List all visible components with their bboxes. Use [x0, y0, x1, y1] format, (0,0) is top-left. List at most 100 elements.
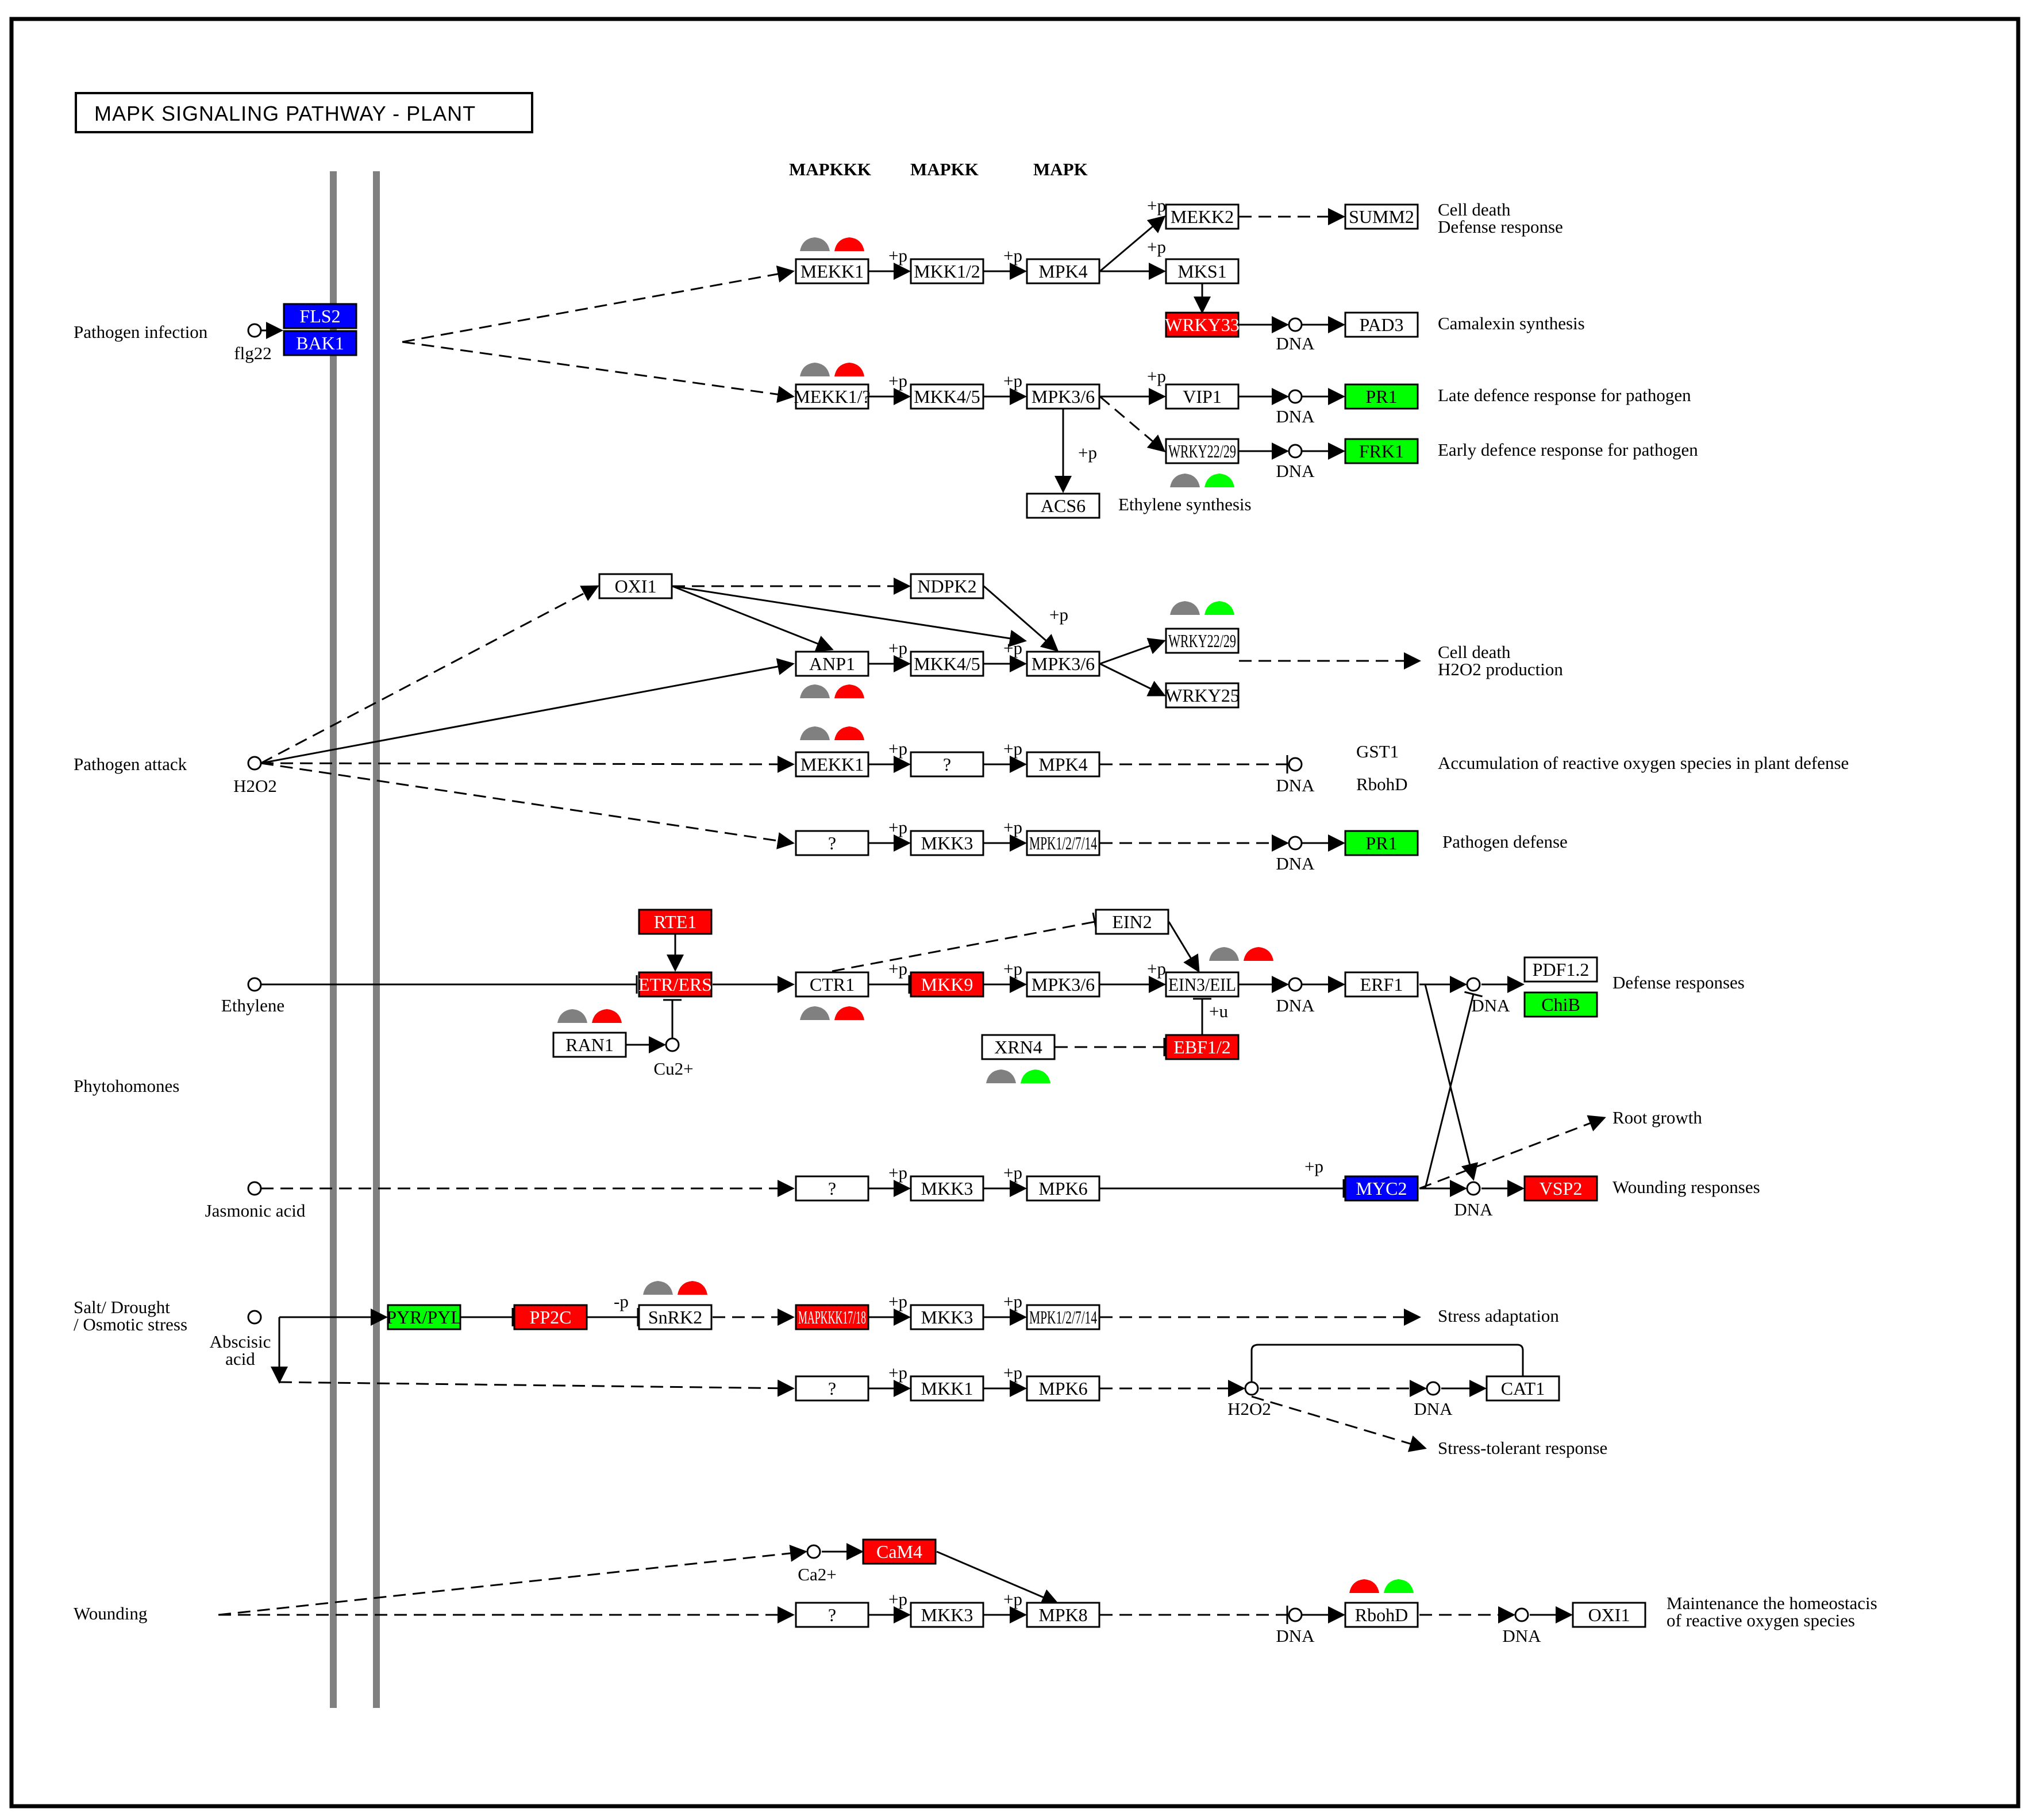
- annotation-label: Camalexin synthesis: [1438, 313, 1585, 333]
- gene-node-mekk2[interactable]: MEKK2: [1165, 203, 1240, 230]
- annotation-label: Defense response: [1438, 217, 1563, 237]
- gene-node-mekk1_a[interactable]: MEKK1: [795, 258, 869, 284]
- activation-edge: [1424, 984, 1479, 1181]
- title-box: [75, 92, 533, 133]
- gene-node-mkk3_a[interactable]: MKK3: [910, 830, 984, 856]
- gene-box: [1026, 830, 1100, 856]
- gene-node-snrk2[interactable]: SnRK2: [638, 1304, 713, 1330]
- annotation-label: Pathogen infection: [74, 322, 208, 342]
- gene-node-ctr1[interactable]: CTR1: [795, 971, 869, 998]
- gene-box: [1026, 751, 1100, 778]
- annotation-label: Wounding responses: [1612, 1177, 1760, 1197]
- gene-node-anp1[interactable]: ANP1: [795, 651, 869, 677]
- gene-node-myc2[interactable]: MYC2: [1344, 1175, 1419, 1202]
- phosphorylation-label: +p: [1147, 237, 1166, 257]
- gene-node-frk1[interactable]: FRK1: [1344, 438, 1419, 464]
- gene-node-mkk9[interactable]: MKK9: [910, 971, 984, 998]
- gene-node-wrky2229_a[interactable]: WRKY22/29: [1165, 438, 1240, 464]
- gene-node-mpk8[interactable]: MPK8: [1026, 1602, 1100, 1628]
- gene-node-bak1[interactable]: BAK1: [283, 330, 357, 356]
- gene-node-vip1[interactable]: VIP1: [1165, 383, 1240, 410]
- gene-node-mkk1[interactable]: MKK1: [910, 1375, 984, 1402]
- activation-edge: [1099, 637, 1166, 665]
- gene-node-q3[interactable]: ?: [795, 1175, 869, 1202]
- gene-node-mpk36_b[interactable]: MPK3/6: [1026, 651, 1100, 677]
- gene-node-mpk6_a[interactable]: MPK6: [1026, 1175, 1100, 1202]
- phosphorylation-label: +p: [888, 638, 907, 658]
- gene-node-mekk1_b[interactable]: MEKK1: [795, 751, 869, 778]
- gene-box: [1026, 492, 1100, 519]
- gene-box: [1485, 1375, 1560, 1402]
- gene-node-q4[interactable]: ?: [795, 1375, 869, 1402]
- gene-node-mpk36_a[interactable]: MPK3/6: [1026, 383, 1100, 410]
- gene-node-wrky2229_b[interactable]: WRKY22/29: [1165, 628, 1240, 654]
- gene-node-mpk4_b[interactable]: MPK4: [1026, 751, 1100, 778]
- gene-node-mkk3_d[interactable]: MKK3: [910, 1602, 984, 1628]
- gene-box: [910, 1375, 984, 1402]
- gene-label: RTE1: [654, 911, 697, 932]
- gene-node-mpk4_a[interactable]: MPK4: [1026, 258, 1100, 284]
- gene-node-etrers[interactable]: ETR/ERS: [638, 971, 713, 998]
- gene-node-mpk36_c[interactable]: MPK3/6: [1026, 971, 1100, 998]
- gene-node-pp2c[interactable]: PP2C: [513, 1304, 588, 1330]
- marker-dome: [834, 237, 864, 251]
- gene-node-rte1[interactable]: RTE1: [638, 909, 713, 935]
- gene-node-q5[interactable]: ?: [795, 1602, 869, 1628]
- gene-label: MYC2: [1356, 1178, 1407, 1199]
- gene-node-mkk45_b[interactable]: MKK4/5: [910, 651, 984, 677]
- gene-node-q1[interactable]: ?: [910, 751, 984, 778]
- gene-label: MPK1/2/7/14: [1029, 833, 1097, 853]
- gene-label: MPK3/6: [1032, 653, 1095, 674]
- gene-node-pdf12[interactable]: PDF1.2: [1523, 956, 1598, 983]
- gene-node-pad3[interactable]: PAD3: [1344, 311, 1419, 338]
- gene-node-mkk12[interactable]: MKK1/2: [910, 258, 984, 284]
- gene-node-vsp2[interactable]: VSP2: [1523, 1175, 1598, 1202]
- header-mapkk: MAPKK: [910, 159, 979, 179]
- expression-marker: [643, 1281, 707, 1295]
- gene-node-mpk71_b[interactable]: MPK1/2/7/14: [1026, 1304, 1100, 1330]
- gene-node-mkk3_c[interactable]: MKK3: [910, 1304, 984, 1330]
- gene-node-mks1[interactable]: MKS1: [1165, 258, 1240, 284]
- expression-markers-layer: [557, 237, 1414, 1593]
- gene-node-erf1[interactable]: ERF1: [1344, 971, 1419, 998]
- gene-node-q2[interactable]: ?: [795, 830, 869, 856]
- gene-node-oxi1_b[interactable]: OXI1: [1572, 1602, 1646, 1628]
- gene-node-mapkkk17[interactable]: MAPKKK17/18: [795, 1304, 869, 1330]
- annotation-label: Early defence response for pathogen: [1438, 440, 1698, 460]
- gene-node-summ2[interactable]: SUMM2: [1344, 203, 1419, 230]
- gene-node-wrky33[interactable]: WRKY33: [1165, 311, 1240, 338]
- gene-node-ran1[interactable]: RAN1: [552, 1032, 627, 1058]
- gene-node-pr1_b[interactable]: PR1: [1344, 830, 1419, 856]
- gene-node-mkk45_a[interactable]: MKK4/5: [910, 383, 984, 410]
- gene-node-pr1_a[interactable]: PR1: [1344, 383, 1419, 410]
- gene-node-acs6[interactable]: ACS6: [1026, 492, 1100, 519]
- gene-node-wrky25[interactable]: WRKY25: [1165, 682, 1240, 709]
- expression-marker: [1349, 1579, 1414, 1593]
- gene-node-fls2[interactable]: FLS2: [283, 303, 357, 329]
- gene-node-ndpk2[interactable]: NDPK2: [910, 573, 984, 599]
- gene-node-ein3[interactable]: EIN3/EIL: [1165, 971, 1240, 998]
- compound-circle: [1466, 977, 1481, 992]
- gene-box: [1344, 1175, 1419, 1202]
- diagram-border: [9, 17, 2021, 1809]
- gene-box: [795, 1602, 869, 1628]
- gene-node-pyr[interactable]: PYR/PYL: [386, 1304, 462, 1330]
- gene-box: [910, 751, 984, 778]
- phosphorylation-label: +p: [1147, 959, 1166, 979]
- gene-node-cam4[interactable]: CaM4: [862, 1538, 937, 1565]
- annotation-label: Cu2+: [653, 1059, 693, 1079]
- phosphorylation-label: +p: [1003, 959, 1022, 979]
- marker-dome: [1209, 947, 1239, 961]
- gene-node-mekk1q[interactable]: MEKK1/?: [794, 383, 871, 410]
- gene-node-mpk6_b[interactable]: MPK6: [1026, 1375, 1100, 1402]
- gene-node-rbohd[interactable]: RbohD: [1344, 1602, 1419, 1628]
- gene-node-cat1[interactable]: CAT1: [1485, 1375, 1560, 1402]
- gene-node-ein2[interactable]: EIN2: [1095, 909, 1169, 935]
- gene-node-xrn4[interactable]: XRN4: [981, 1034, 1056, 1060]
- gene-node-mpk71_a[interactable]: MPK1/2/7/14: [1026, 830, 1100, 856]
- gene-node-mkk3_b[interactable]: MKK3: [910, 1175, 984, 1202]
- gene-node-ebf12[interactable]: EBF1/2: [1165, 1034, 1240, 1060]
- gene-box: [795, 971, 869, 998]
- gene-node-oxi1_a[interactable]: OXI1: [598, 573, 673, 599]
- gene-node-chib[interactable]: ChiB: [1523, 991, 1598, 1018]
